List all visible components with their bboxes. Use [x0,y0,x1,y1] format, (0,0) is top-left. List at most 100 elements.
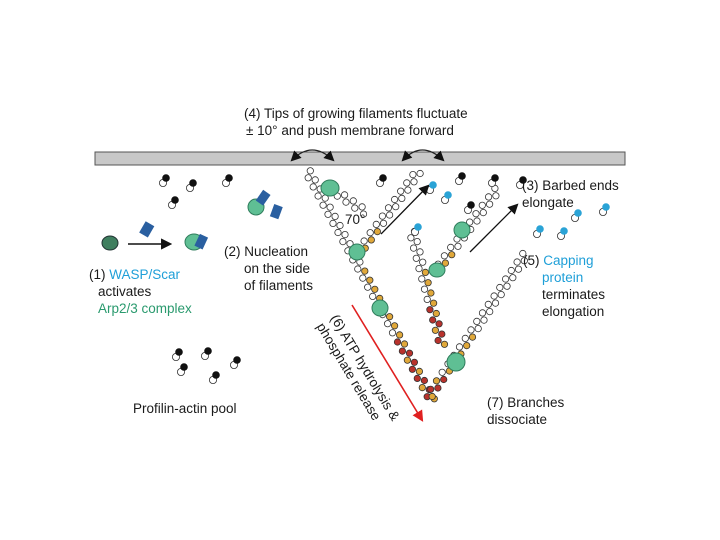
main-filament-subunit [395,331,404,339]
arp23-branch-1 [320,179,340,197]
branch-right-long-subunit [455,343,464,351]
bound-protein [536,225,544,233]
arp23-label: Arp2/3 complex [98,301,192,316]
branch-middle-subunit [407,234,415,242]
main-filament-subunit [400,340,409,348]
main-filament-subunit [331,212,339,220]
branch-right-long-subunit [428,392,436,401]
branch-small-subunit [358,203,366,211]
branch-middle-subunit [434,336,442,345]
main-filament-subunit [336,221,344,230]
branch-right-long-subunit [468,333,477,341]
main-filament-subunit [334,228,342,237]
branch-small-subunit [351,204,359,212]
branch-right-long-subunit [520,257,528,265]
branch-middle-top-subunit [440,252,448,260]
branch-upper-subunit [390,195,399,204]
bound-protein [225,174,233,182]
branch-right-long-subunit [438,368,446,376]
branch-middle-subunit [424,279,432,287]
main-filament-subunit [306,167,314,175]
branch-middle-top-subunit [441,259,449,267]
step4-label: (4) Tips of growing filaments fluctuate … [244,106,468,138]
branch-right-long-subunit [474,324,482,333]
bound-protein [458,172,466,180]
arp23-branch-2 [348,243,366,261]
branch-upper-subunit [397,187,405,195]
step7-label: (7) Branches dissociate [487,395,565,427]
branch-upper-subunit [366,229,374,237]
bound-protein [212,371,220,379]
branch-middle-subunit [419,258,427,266]
main-filament-subunit [326,203,334,211]
bound-protein [467,201,475,209]
branch-middle-subunit [415,264,423,273]
main-filament-subunit [364,283,372,291]
main-filament-subunit [346,240,354,248]
step1-label: (1) WASP/Scar activates Arp2/3 complex [89,267,192,316]
branch-upper-subunit [360,237,368,245]
atp-hydrolysis-arrow [351,304,424,422]
branch-right-long-subunit [491,299,500,307]
main-filament-subunit [410,358,418,366]
main-filament-subunit [324,210,332,218]
bound-protein [602,203,610,211]
bound-protein [162,174,170,182]
main-filament-subunit [418,383,426,392]
bound-protein [233,356,241,364]
branch-right-long-subunit [480,316,488,324]
arp23-complexes [320,179,471,372]
wasp-scar-label: WASP/Scar [109,267,181,282]
branch-upper-subunit [367,236,375,244]
branch-middle-subunit [413,238,421,246]
main-filament-subunit [366,276,374,284]
branch-upper-subunit [403,179,411,187]
branch-middle-subunit [420,285,429,293]
branch-upper-subunit [410,178,418,186]
main-filament-subunit [385,313,394,321]
main-filament-subunit [339,238,347,246]
branch-right-long-subunit [484,300,492,308]
branch-right-long-subunit [507,266,515,275]
main-filament-subunit [369,292,377,300]
branch-middle-top-subunit [454,242,462,250]
branch-right-long-subunit [467,326,475,334]
bound-protein [175,348,183,356]
arp23-branch-3 [453,221,471,239]
tip-fluctuation-arcs [290,149,445,162]
branch-upper-subunit [409,171,417,179]
branch-right-long-subunit [461,334,469,342]
main-filament-subunit [413,374,421,382]
main-filament-subunit [329,219,337,227]
step3-label: (3) Barbed ends elongate [522,178,619,210]
branch-middle-subunit [418,275,426,283]
capping-label: Capping [543,253,594,268]
branch-upper-subunit [378,212,386,220]
main-filament-subunit [309,183,317,191]
branch-middle-subunit [440,340,449,348]
branch-small-subunit [349,197,357,205]
bound-protein [444,191,452,199]
main-filament-subunit [341,231,349,239]
branch-right-long-subunit [497,290,505,299]
branch-middle-top-subunit [473,217,481,225]
arp23-dissociating [446,352,466,372]
main-filament-subunit [390,322,399,330]
main-filament-subunit [420,376,428,385]
bound-protein [574,209,582,217]
branch-middle-subunit [429,316,437,324]
branch-upper-subunit [373,228,381,236]
branch-right-long-subunit [501,275,510,283]
bound-protein [491,174,499,182]
branch-right-long-subunit [503,282,511,290]
branch-middle-top-subunit [466,218,474,226]
step2-label: (2) Nucleation on the side of filaments [224,244,314,293]
branch-middle-subunit [431,326,439,334]
branch-right-long-subunit [509,274,517,282]
branch-middle-top-subunit [478,201,486,209]
branch-middle-subunit [421,268,429,276]
wasp-activation [101,189,283,251]
elongation-arrows [380,184,519,253]
branch-upper-subunit [404,186,412,194]
